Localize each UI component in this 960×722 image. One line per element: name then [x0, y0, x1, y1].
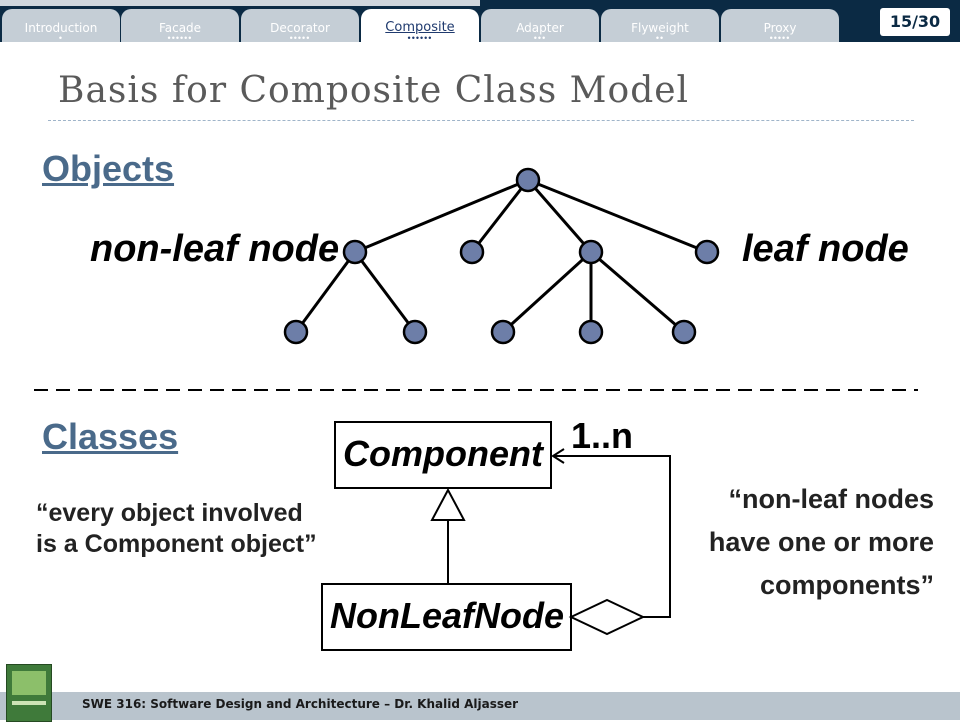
tab-label: Adapter: [516, 21, 564, 35]
quote-line: is a Component object”: [36, 530, 317, 558]
book-cover-band: [12, 701, 46, 705]
tree-nodes: [283, 167, 720, 345]
component-class-name: Component: [343, 433, 545, 474]
tab-flyweight[interactable]: Flyweight ••: [601, 9, 719, 43]
tab-label: Decorator: [270, 21, 330, 35]
tab-proxy[interactable]: Proxy •••••: [721, 9, 839, 43]
tab-label: Flyweight: [631, 21, 689, 35]
tab-facade[interactable]: Facade ••••••: [121, 9, 239, 43]
tab-label: Introduction: [24, 21, 98, 35]
tab-progress-dots: •••••: [289, 33, 311, 43]
inheritance-arrowhead: [430, 487, 466, 521]
leaf-node: [283, 319, 309, 345]
root-node: [515, 167, 541, 193]
non-leaf-node: [578, 239, 604, 265]
tab-progress-dots: ••••••: [167, 33, 193, 43]
tab-progress-dots: •: [58, 33, 64, 43]
slide-title: Basis for Composite Class Model: [58, 70, 690, 111]
quote-line: “non-leaf nodes: [728, 484, 934, 514]
tab-composite[interactable]: Composite ••••••: [361, 9, 479, 44]
leaf-node: [671, 319, 697, 345]
nonleafnode-class-name: NonLeafNode: [330, 595, 564, 636]
leaf-node-label: leaf node: [742, 228, 909, 270]
tree-edge: [470, 179, 530, 253]
tab-label: Composite: [385, 20, 455, 35]
leaf-node: [459, 239, 485, 265]
footer-text: SWE 316: Software Design and Architectur…: [82, 697, 519, 711]
tab-decorator[interactable]: Decorator •••••: [241, 9, 359, 43]
quote-nonleaf: “non-leaf nodes have one or more compone…: [709, 478, 934, 607]
tab-progress-dots: ••••••: [407, 33, 433, 43]
classes-heading: Classes: [42, 416, 179, 457]
quote-line: “every object involved: [36, 499, 303, 527]
aggregation-diamond: [568, 598, 646, 636]
tree-edge: [526, 179, 593, 253]
leaf-node: [578, 319, 604, 345]
top-strip: [0, 0, 480, 6]
quote-line: have one or more: [708, 527, 934, 557]
tree-edge: [294, 251, 357, 333]
tab-adapter[interactable]: Adapter •••: [481, 9, 599, 43]
leaf-node: [694, 239, 720, 265]
page-number: 15/30: [880, 8, 950, 36]
component-class-box: [334, 421, 552, 489]
book-cover-image: [6, 664, 52, 722]
objects-heading: Objects: [42, 148, 175, 189]
tree-edge: [501, 250, 593, 334]
book-cover-art: [12, 671, 46, 695]
quote-line: components”: [759, 570, 934, 600]
footer-bar: SWE 316: Software Design and Architectur…: [0, 692, 960, 720]
leaf-node: [402, 319, 428, 345]
aggregation-arrowhead: [551, 448, 565, 464]
title-divider: [48, 120, 914, 121]
tab-progress-dots: ••: [655, 33, 665, 43]
non-leaf-node-label: non-leaf node: [90, 228, 340, 270]
nonleafnode-class-box: [321, 583, 572, 651]
tab-progress-dots: •••: [533, 33, 547, 43]
tab-introduction[interactable]: Introduction •: [2, 9, 120, 43]
non-leaf-node: [342, 239, 368, 265]
tab-label: Proxy: [763, 21, 797, 35]
tree-edges: [294, 178, 708, 334]
tree-edge: [527, 178, 708, 254]
aggregation-line: [553, 455, 671, 618]
tree-edge: [354, 178, 529, 254]
multiplicity-label: 1..n: [571, 415, 633, 456]
tree-edge: [353, 251, 417, 333]
leaf-node: [490, 319, 516, 345]
quote-component: “every object involved is a Component ob…: [36, 498, 317, 560]
tree-edge: [590, 250, 685, 334]
tab-progress-dots: •••••: [769, 33, 791, 43]
tab-label: Facade: [158, 21, 202, 35]
